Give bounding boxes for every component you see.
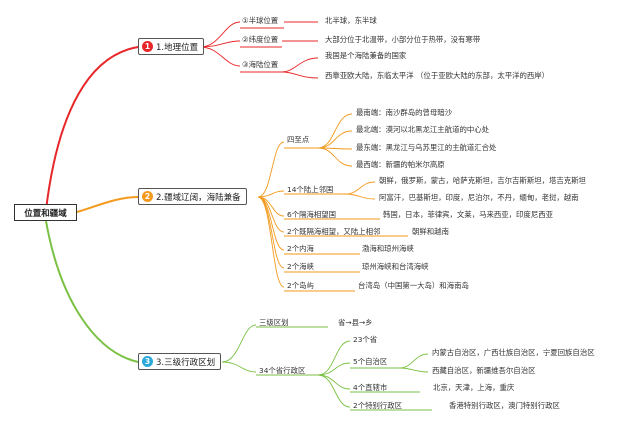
detail-land-sea-1: 我国是个海陆兼备的国家 [325,51,407,60]
child-provinces: 23个省 [353,335,378,344]
detail-west: 最西端：新疆的帕米尔高原 [356,160,445,169]
sub-provincial-units: 34个省行政区 [259,366,306,375]
detail-land-neighbors-2: 阿富汗，巴基斯坦，印度，尼泊尔，不丹，缅甸，老挝，越南 [379,193,579,202]
link-root-branch3 [45,220,139,363]
links-branch1 [199,21,319,79]
branch-label-3: 3.三级行政区划 [156,357,216,368]
detail-sea-neighbors: 韩国，日本，菲律宾，文莱，马来西亚，印度尼西亚 [383,210,553,219]
branch-label-2: 2.疆域辽阔，海陆兼备 [156,192,241,203]
child-municipalities: 4个直辖市 [353,383,388,392]
detail-north: 最北端：漠河以北黑龙江主航道的中心处 [356,125,490,134]
sub-hemisphere: ①半球位置 [242,16,279,25]
sub-straits: 2个海峡 [287,262,314,271]
badge-3: 3 [142,356,153,367]
sub-three-levels: 三级区划 [259,318,289,327]
detail-latitude: 大部分位于北温带，小部分位于热带，没有寒带 [325,35,481,44]
child-sars: 2个特别行政区 [353,401,403,410]
badge-2: 2 [142,191,153,202]
sub-land-sea: ③海陆位置 [242,60,279,69]
branch-node-2: 2 2.疆域辽阔，海陆兼备 [138,188,247,205]
detail-east: 最东端：黑龙江与乌苏里江的主航道汇合处 [356,143,497,152]
links-branch3 [221,324,432,411]
detail-autonomous-2: 西藏自治区，新疆维吾尔自治区 [432,366,536,375]
detail-inland-seas: 渤海和琼州海峡 [362,244,414,253]
detail-south: 最南端：南沙群岛的曾母暗沙 [356,108,453,117]
sub-islands: 2个岛屿 [287,281,314,290]
sub-latitude: ②纬度位置 [242,35,279,44]
branch-node-1: 1 1.地理位置 [138,38,205,55]
sub-both-neighbors: 2个既隔海相望，又陆上相邻 [287,227,381,236]
badge-1: 1 [142,41,153,52]
sub-inland-seas: 2个内海 [287,244,314,253]
detail-municipalities: 北京，天津，上海，重庆 [433,383,515,392]
detail-both-neighbors: 朝鲜和越南 [412,227,449,236]
detail-hemisphere: 北半球，东半球 [325,16,377,25]
link-root-branch2 [76,196,139,213]
detail-sars: 香港特别行政区，澳门特别行政区 [449,401,560,410]
branch-label-1: 1.地理位置 [156,42,199,53]
sub-extreme-points: 四至点 [287,135,310,144]
sub-sea-neighbors: 6个隔海相望国 [287,210,337,219]
sub-land-neighbors: 14个陆上邻国 [287,185,334,194]
branch-node-3: 3 3.三级行政区划 [138,353,222,370]
detail-islands: 台湾岛（中国第一大岛）和海南岛 [358,281,469,290]
detail-autonomous-1: 内蒙古自治区，广西壮族自治区，宁夏回族自治区 [432,348,595,357]
detail-three-levels: 省→县→乡 [338,318,373,327]
detail-land-sea-2: 西靠亚欧大陆，东临太平洋 （位于亚欧大陆的东部，太平洋的西岸） [325,71,550,80]
detail-land-neighbors-1: 朝鲜，俄罗斯，蒙古，哈萨克斯坦，吉尔吉斯斯坦，塔吉克斯坦 [379,176,586,185]
links-branch2 [257,113,408,292]
detail-straits: 琼州海峡和台湾海峡 [362,262,429,271]
link-root-branch1 [45,46,139,211]
child-autonomous-regions: 5个自治区 [353,357,388,366]
root-node: 位置和疆域 [14,204,77,221]
